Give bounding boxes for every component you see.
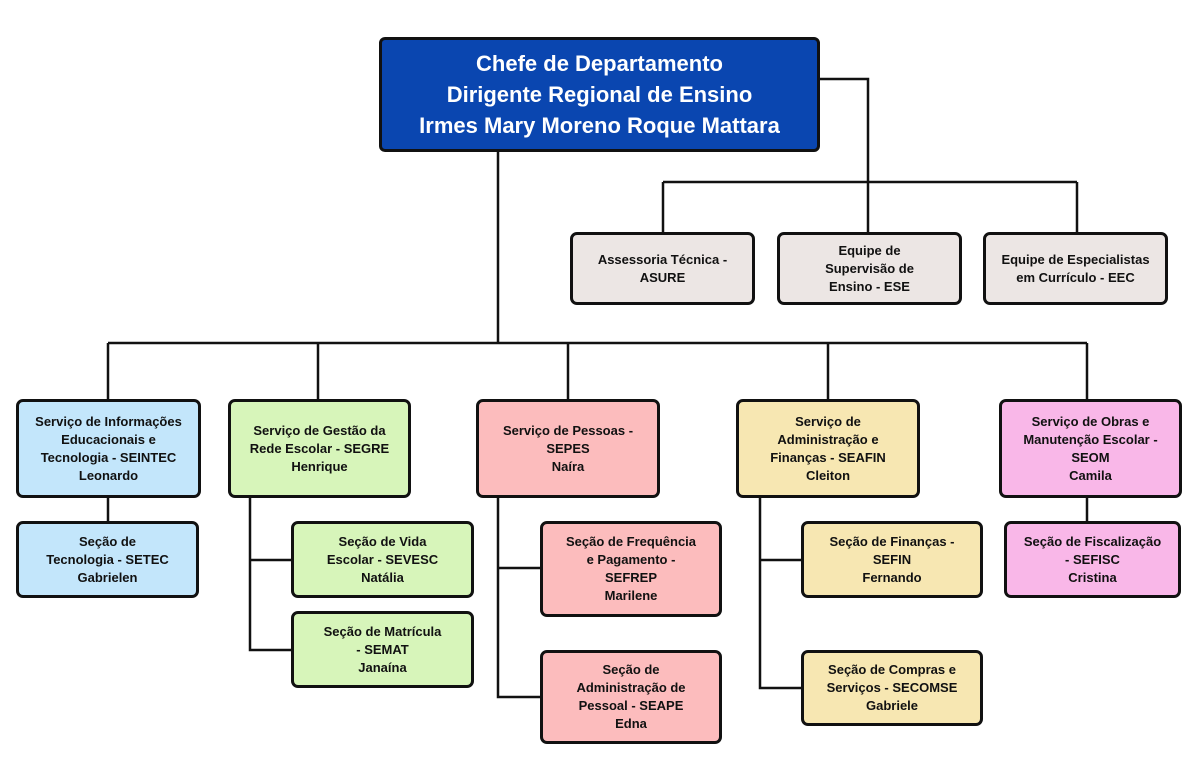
advisory-eec-box: Equipe de Especialistas em Currículo - E… xyxy=(983,232,1168,305)
service-seafin-line: Serviço de xyxy=(795,413,861,429)
advisory-asure-line: Assessoria Técnica - xyxy=(597,251,728,267)
service-sepes-line: SEPES xyxy=(546,440,590,456)
service-seintec-line: Serviço de Informações xyxy=(35,413,182,429)
advisory-eec-line: Equipe de Especialistas xyxy=(1001,251,1150,267)
service-segre-line: Rede Escolar - SEGRE xyxy=(249,440,390,456)
section-sefin-line: Fernando xyxy=(862,569,922,585)
section-semat-line: Seção de Matrícula xyxy=(323,623,442,639)
connector-head-advisory xyxy=(818,77,870,182)
section-setec-line: Tecnologia - SETEC xyxy=(46,551,169,567)
section-sefisc-box: Seção de Fiscalização - SEFISC Cristina xyxy=(1004,521,1181,598)
service-seafin-line: Administração e xyxy=(777,431,879,447)
section-sefin-line: SEFIN xyxy=(872,551,912,567)
head-title: Chefe de Departamento xyxy=(476,51,723,76)
advisory-asure-box: Assessoria Técnica - ASURE xyxy=(570,232,755,305)
advisory-ese-line: Supervisão de xyxy=(825,260,914,276)
section-seape-line: Administração de xyxy=(576,680,686,695)
section-seape-line: Edna xyxy=(615,716,647,731)
advisory-ese-line: Equipe de xyxy=(838,242,901,258)
section-setec-line: Seção de xyxy=(78,533,137,549)
connector-segre-sections xyxy=(248,497,292,652)
service-seom-line: Manutenção Escolar - xyxy=(1023,431,1158,447)
service-sepes-box: Serviço de Pessoas - SEPES Naíra xyxy=(476,399,660,498)
head-name: Irmes Mary Moreno Roque Mattara xyxy=(419,113,780,138)
section-sefisc-line: - SEFISC xyxy=(1065,551,1120,567)
connector-sepes-sections xyxy=(496,497,541,699)
section-semat-line: - SEMAT xyxy=(356,641,409,657)
section-sefrep-line: Seção de Frequência xyxy=(565,534,697,549)
service-segre-line: Henrique xyxy=(291,458,348,474)
service-seintec-line: Tecnologia - SEINTEC xyxy=(40,449,177,465)
section-sevesc-line: Escolar - SEVESC xyxy=(326,551,439,567)
service-seom-line: Serviço de Obras e xyxy=(1031,413,1150,429)
advisory-eec-line: em Currículo - EEC xyxy=(1016,269,1135,285)
section-secomse-line: Gabriele xyxy=(865,698,919,713)
section-sevesc-line: Natália xyxy=(361,569,404,585)
connector-seafin-sections xyxy=(758,497,802,690)
service-segre-line: Serviço de Gestão da xyxy=(253,422,386,438)
advisory-asure-line: ASURE xyxy=(639,269,686,285)
service-seafin-line: Finanças - SEAFIN xyxy=(770,449,886,465)
section-sefin-line: Seção de Finanças - xyxy=(829,533,955,549)
section-secomse-box: Seção de Compras e Serviços - SECOMSE Ga… xyxy=(801,650,983,726)
service-seintec-box: Serviço de Informações Educacionais e Te… xyxy=(16,399,201,498)
section-sefrep-line: SEFREP xyxy=(604,570,657,585)
section-seape-line: Pessoal - SEAPE xyxy=(578,698,684,713)
section-semat-line: Janaína xyxy=(358,659,407,675)
section-seape-box: Seção de Administração de Pessoal - SEAP… xyxy=(540,650,722,744)
service-seintec-line: Leonardo xyxy=(78,467,139,483)
head-box: Chefe de Departamento Dirigente Regional… xyxy=(379,37,820,152)
service-sepes-line: Naíra xyxy=(551,458,585,474)
section-sefin-box: Seção de Finanças - SEFIN Fernando xyxy=(801,521,983,598)
section-sefrep-line: e Pagamento - xyxy=(586,552,676,567)
advisory-ese-box: Equipe de Supervisão de Ensino - ESE xyxy=(777,232,962,305)
advisory-ese-line: Ensino - ESE xyxy=(829,278,910,294)
section-sefisc-line: Seção de Fiscalização xyxy=(1023,533,1162,549)
section-sevesc-box: Seção de Vida Escolar - SEVESC Natália xyxy=(291,521,474,598)
section-secomse-line: Seção de Compras e xyxy=(828,662,956,677)
section-seape-line: Seção de xyxy=(602,662,660,677)
service-seom-line: SEOM xyxy=(1071,449,1110,465)
service-segre-box: Serviço de Gestão da Rede Escolar - SEGR… xyxy=(228,399,411,498)
head-subtitle: Dirigente Regional de Ensino xyxy=(446,82,753,107)
service-seafin-line: Cleiton xyxy=(805,467,851,483)
service-seafin-box: Serviço de Administração e Finanças - SE… xyxy=(736,399,920,498)
section-semat-box: Seção de Matrícula - SEMAT Janaína xyxy=(291,611,474,688)
section-setec-line: Gabrielen xyxy=(77,569,138,585)
section-sefrep-box: Seção de Frequência e Pagamento - SEFREP… xyxy=(540,521,722,617)
section-secomse-line: Serviços - SECOMSE xyxy=(826,680,958,695)
service-seom-line: Camila xyxy=(1069,467,1112,483)
service-seintec-line: Educacionais e xyxy=(61,431,156,447)
section-sefrep-line: Marilene xyxy=(604,588,658,603)
section-setec-box: Seção de Tecnologia - SETEC Gabrielen xyxy=(16,521,199,598)
service-seom-box: Serviço de Obras e Manutenção Escolar - … xyxy=(999,399,1182,498)
service-sepes-line: Serviço de Pessoas - xyxy=(502,422,634,438)
section-sefisc-line: Cristina xyxy=(1068,569,1117,585)
section-sevesc-line: Seção de Vida xyxy=(338,533,427,549)
